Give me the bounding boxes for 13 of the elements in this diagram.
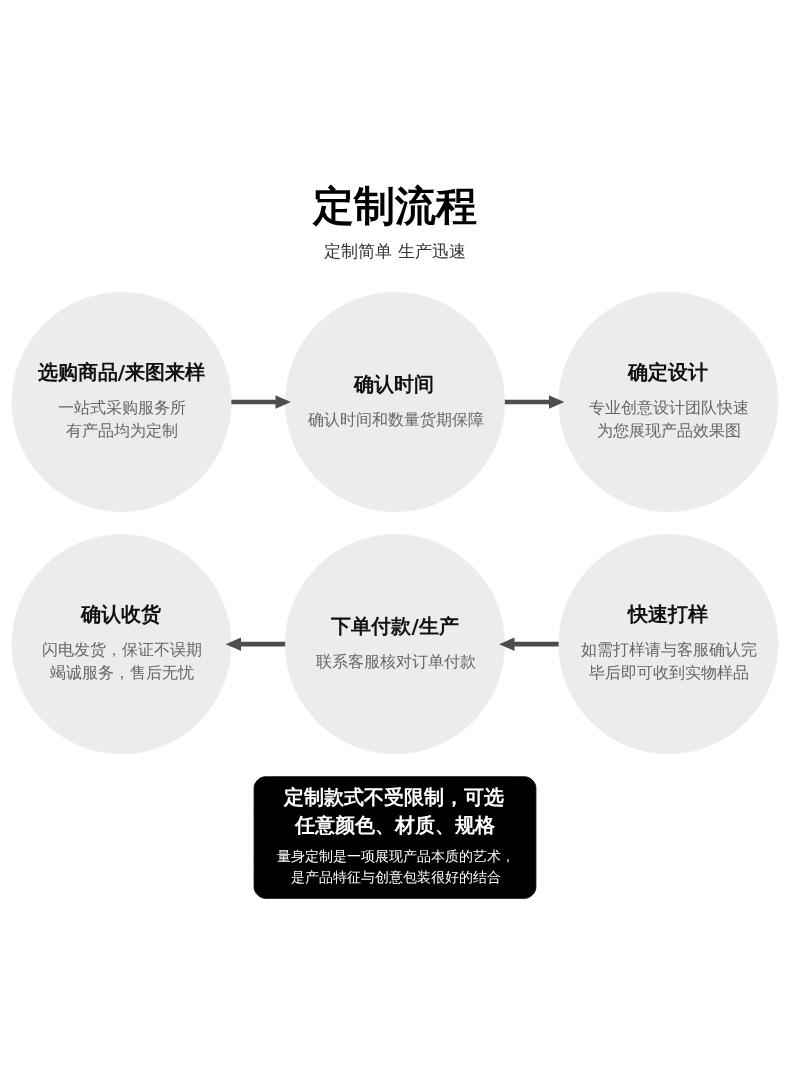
node-circle: 确认收货 闪电发货，保证不误期竭诚服务，售后无忧 [11, 533, 232, 754]
node-box: 定制款式不受限制，可选任意颜色、材质、规格 量身定制是一项展现产品本质的艺术，是产品特征与创意包装很好的结合 [253, 775, 537, 899]
diagram-title: 定制流程 [313, 181, 478, 230]
node-circle: 选购商品/来图来样 一站式采购服务所有产品均为定制 [11, 291, 232, 512]
node-circle: 下单付款/生产 联系客服核对订单付款 [284, 533, 506, 754]
node-circle: 确认时间 确认时间和数量货期保障 [284, 291, 506, 512]
arrow [225, 636, 286, 651]
arrow [231, 394, 291, 409]
node-circle: 确定设计 专业创意设计团队快速为您展现产品效果图 [558, 291, 779, 512]
node-circle: 快速打样 如需打样请与客服确认完毕后即可收到实物样品 [558, 533, 779, 754]
label: 定制简单 生产迅速 [324, 240, 466, 261]
arrow [499, 636, 559, 651]
arrow [504, 394, 565, 409]
